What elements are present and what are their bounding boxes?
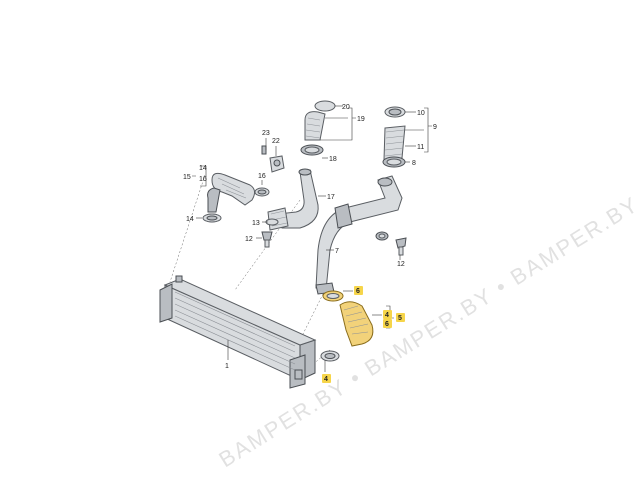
highlighted-hose-5 xyxy=(339,301,374,347)
callout-15: 15 xyxy=(183,174,191,181)
callout-18: 18 xyxy=(329,156,337,163)
callout-6-mid: 6 xyxy=(385,321,389,328)
sensor xyxy=(261,145,285,173)
callout-4-mid: 4 xyxy=(385,312,389,319)
plug-right xyxy=(375,231,389,241)
callout-17: 17 xyxy=(327,194,335,201)
bolt-12-left xyxy=(261,231,273,248)
highlighted-clamp-6-top xyxy=(322,290,344,302)
callout-8: 8 xyxy=(412,160,416,167)
highlight-badges xyxy=(322,286,405,383)
callout-1: 1 xyxy=(225,363,229,370)
callout-4-bottom: 4 xyxy=(324,376,328,383)
callout-16: 16 xyxy=(258,173,266,180)
callout-6-top: 6 xyxy=(356,288,360,295)
bolt-12-right xyxy=(395,237,407,256)
clamp-16 xyxy=(254,187,270,197)
callout-22: 22 xyxy=(272,138,280,145)
callout-7: 7 xyxy=(335,248,339,255)
intercooler xyxy=(159,275,317,389)
callout-9: 9 xyxy=(433,124,437,131)
callout-20: 20 xyxy=(342,104,350,111)
hose-top xyxy=(300,100,336,156)
clamp-4-bottom xyxy=(320,350,340,362)
hose-right-top xyxy=(382,106,406,168)
callout-5: 5 xyxy=(398,315,402,322)
callout-16-bracket: 16 xyxy=(199,176,207,183)
callout-13: 13 xyxy=(252,220,260,227)
callout-labels: 20 19 10 9 11 8 23 22 18 14 15 16 16 17 … xyxy=(183,104,437,383)
leader-lines xyxy=(192,105,432,372)
callout-12-right: 12 xyxy=(397,261,405,268)
callout-12-left: 12 xyxy=(245,236,253,243)
callout-14: 14 xyxy=(186,216,194,223)
callout-14-top: 14 xyxy=(199,165,207,172)
callout-11: 11 xyxy=(417,144,424,151)
callout-23: 23 xyxy=(262,130,270,137)
callout-19: 19 xyxy=(357,116,365,123)
callout-10: 10 xyxy=(417,110,425,117)
clamp-14 xyxy=(202,213,222,223)
